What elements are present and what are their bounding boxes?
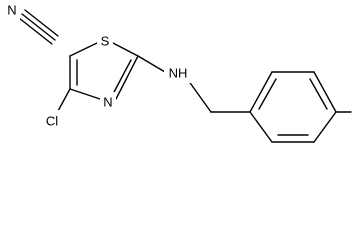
c2-nh-bond xyxy=(137,55,166,73)
nitrile-bond-2 xyxy=(24,9,59,37)
c4-cl-bond xyxy=(57,88,71,112)
ring-double-1 xyxy=(258,78,277,110)
ring-bond-3 xyxy=(313,71,337,113)
ring-bond-6 xyxy=(249,111,273,143)
cl-bg xyxy=(39,110,65,130)
nitrile-bond-3 xyxy=(18,17,53,45)
nh-bg xyxy=(164,63,191,83)
c2-n3-double xyxy=(112,59,132,95)
c5-s-bond xyxy=(69,42,98,57)
chemical-structure: N S N Cl NH xyxy=(2,1,352,143)
amine-nh-label: NH xyxy=(169,66,188,81)
ring-n-label: N xyxy=(103,95,112,110)
ring-bond-1 xyxy=(249,71,273,113)
nh-ch2-bond xyxy=(187,79,212,113)
c2-n3-bond xyxy=(115,55,139,100)
ring-double-2 xyxy=(309,78,328,110)
s-bg xyxy=(97,32,113,52)
n3-c4-bond xyxy=(69,88,101,100)
structure-canvas: N S N Cl NH xyxy=(2,1,352,143)
nitrile-bond-1 xyxy=(21,13,56,41)
ring-s-label: S xyxy=(101,34,110,49)
n-ring-bg xyxy=(100,92,116,110)
s-c2-bond xyxy=(112,42,139,57)
nitrile-n-label: N xyxy=(7,3,16,18)
n-nitrile-bg xyxy=(2,1,20,21)
chlorine-label: Cl xyxy=(46,114,58,129)
ring-bond-4 xyxy=(313,111,337,143)
